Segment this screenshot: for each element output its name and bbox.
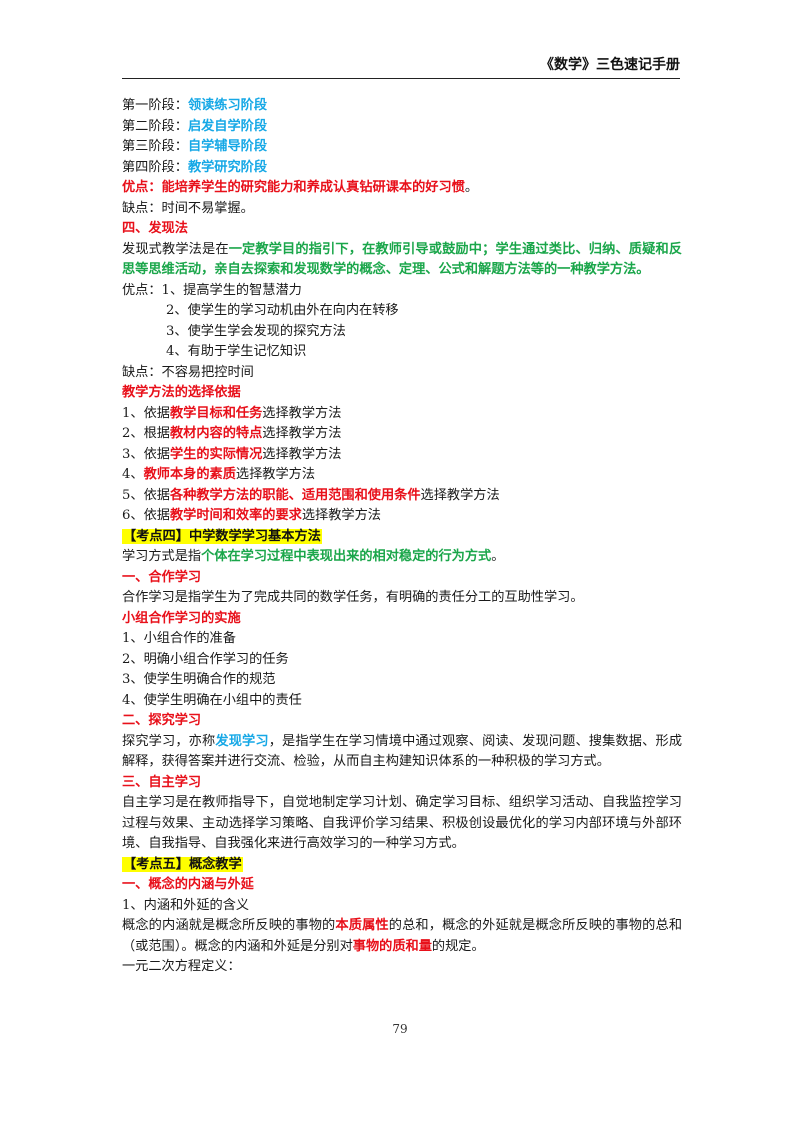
key-point-tag: 【考点五】 [123, 856, 189, 872]
advantage-label: 优点： [122, 180, 162, 195]
basis-key: 教师本身的素质 [143, 467, 236, 482]
page-content: 第一阶段：领读练习阶段 第二阶段：启发自学阶段 第三阶段：自学辅导阶段 第四阶段… [122, 96, 682, 978]
group-item: 1、小组合作的准备 [122, 631, 236, 646]
advantage-item: 优点：1、提高学生的智慧潜力 [122, 282, 302, 298]
definition-highlight: 一定教学目的指引下，在教师引导或鼓励中；学生通过类比、归纳、质疑和反思等思维活动… [122, 241, 683, 278]
self-directed-definition: 自主学习是在教师指导下，自觉地制定学习计划、确定学习目标、组织学习活动、自我监控… [122, 795, 682, 851]
basis-item: 1、依据教学目标和任务选择教学方法 [122, 404, 682, 425]
page-header: 《数学》三色速记手册 [540, 57, 680, 73]
definition-highlight: 事物的质和量 [352, 938, 432, 954]
learning-mode-definition: 学习方式是指个体在学习过程中表现出来的相对稳定的行为方式。 [122, 547, 682, 568]
basis-prefix: 4、 [122, 467, 144, 482]
stage-label: 第二阶段： [122, 118, 188, 134]
basis-suffix: 选择教学方法 [301, 508, 381, 523]
basis-item: 6、依据教学时间和效率的要求选择教学方法 [122, 506, 682, 527]
page-number: 79 [392, 1022, 408, 1036]
cooperative-definition: 合作学习是指学生为了完成共同的数学任务，有明确的责任分工的互助性学习。 [122, 590, 584, 605]
basis-item: 2、根据教材内容的特点选择教学方法 [122, 424, 682, 445]
key-point-heading-highlight: 【考点四】中学数学学习基本方法 [122, 528, 322, 544]
key-point-title: 中学数学学习基本方法 [188, 528, 321, 544]
basis-key: 教学时间和效率的要求 [169, 508, 302, 523]
key-point-4-heading: 【考点四】中学数学学习基本方法 [122, 527, 682, 548]
section-title-discovery: 四、发现法 [122, 221, 188, 236]
advantage-item: 3、使学生学会发现的探究方法 [166, 323, 346, 339]
key-point-heading-highlight: 【考点五】概念教学 [122, 856, 243, 872]
stage-2: 第二阶段：启发自学阶段 [122, 117, 682, 138]
advantage-item: 4、有助于学生记忆知识 [166, 344, 307, 359]
discovery-definition: 发现式教学法是在一定教学目的指引下，在教师引导或鼓励中；学生通过类比、归纳、质疑… [122, 240, 682, 281]
basis-key: 教学目标和任务 [169, 405, 263, 421]
concept-definition: 概念的内涵就是概念所反映的事物的本质属性的总和，概念的外延就是概念所反映的事物的… [122, 916, 682, 957]
stage-value: 启发自学阶段 [187, 118, 268, 134]
definition-prefix: 探究学习，亦称 [122, 733, 216, 749]
period: 。 [491, 549, 505, 564]
stage-3: 第三阶段：自学辅导阶段 [122, 137, 682, 158]
basis-key: 学生的实际情况 [169, 446, 263, 462]
definition-highlight: 发现学习 [215, 733, 269, 749]
basis-key: 各种教学方法的职能、适用范围和使用条件 [169, 487, 421, 503]
section-title-cooperative: 一、合作学习 [122, 569, 202, 585]
stage-label: 第四阶段： [122, 159, 188, 175]
definition-part: 的规定。 [431, 938, 485, 954]
stage-1: 第一阶段：领读练习阶段 [122, 96, 682, 117]
basis-item: 5、依据各种教学方法的职能、适用范围和使用条件选择教学方法 [122, 486, 682, 507]
stage-value: 自学辅导阶段 [187, 139, 268, 154]
key-point-5-heading: 【考点五】概念教学 [122, 855, 682, 876]
definition-part: 概念的内涵就是概念所反映的事物的 [122, 918, 336, 933]
definition-rest: ，是指学生在学习情境中通过观察、阅读、发现问题、搜集数据、形成解释，获得答案并进… [122, 733, 683, 770]
definition-part: 的总和，概念的外延就是概念所反映的事物的总和（或范围）。概念的内涵和外延是分别对 [122, 918, 683, 954]
advantage-text: 能培养学生的研究能力和养成认真钻研课本的好习惯 [161, 180, 465, 195]
definition-prefix: 学习方式是指 [122, 549, 202, 564]
basis-suffix: 选择教学方法 [262, 426, 342, 441]
header-rule [122, 78, 680, 79]
basis-prefix: 2、根据 [122, 426, 170, 441]
key-point-tag: 【考点四】 [123, 528, 189, 544]
definition-highlight: 本质属性 [335, 918, 389, 933]
basis-title: 教学方法的选择依据 [122, 385, 241, 400]
basis-prefix: 5、依据 [122, 487, 170, 503]
quadratic-definition-label: 一元二次方程定义： [122, 959, 241, 974]
stage-label: 第一阶段： [122, 98, 188, 113]
basis-prefix: 6、依据 [122, 508, 170, 523]
basis-suffix: 选择教学方法 [420, 487, 500, 503]
stage-4: 第四阶段：教学研究阶段 [122, 158, 682, 179]
basis-suffix: 选择教学方法 [235, 467, 316, 482]
stage-value: 领读练习阶段 [187, 98, 268, 113]
key-point-title: 概念教学 [188, 856, 242, 872]
stage-value: 教学研究阶段 [187, 159, 268, 175]
basis-key: 教材内容的特点 [169, 426, 263, 441]
disadvantage-line: 缺点：不容易把控时间 [122, 364, 254, 380]
disadvantage-line: 缺点：时间不易掌握。 [122, 200, 254, 216]
advantage-line: 优点：能培养学生的研究能力和养成认真钻研课本的好习惯。 [122, 178, 682, 199]
section-title-inquiry: 二、探究学习 [122, 713, 202, 728]
group-item: 3、使学生明确合作的规范 [122, 672, 276, 687]
advantage-item: 2、使学生的学习动机由外在向内在转移 [166, 303, 399, 318]
basis-prefix: 3、依据 [122, 446, 170, 462]
section-title-self-directed: 三、自主学习 [122, 774, 202, 790]
definition-prefix: 发现式教学法是在 [122, 241, 229, 257]
definition-highlight: 个体在学习过程中表现出来的相对稳定的行为方式 [201, 549, 492, 564]
basis-item: 3、依据学生的实际情况选择教学方法 [122, 445, 682, 466]
stage-label: 第三阶段： [122, 139, 188, 154]
basis-prefix: 1、依据 [122, 405, 170, 421]
section-title-concept: 一、概念的内涵与外延 [122, 877, 254, 892]
basis-item: 4、教师本身的素质选择教学方法 [122, 465, 682, 486]
basis-suffix: 选择教学方法 [262, 446, 342, 462]
concept-subtitle: 1、内涵和外延的含义 [122, 897, 250, 913]
group-item: 4、使学生明确在小组中的责任 [122, 692, 302, 708]
inquiry-definition: 探究学习，亦称发现学习，是指学生在学习情境中通过观察、阅读、发现问题、搜集数据、… [122, 732, 682, 773]
group-implementation-title: 小组合作学习的实施 [122, 610, 241, 626]
period: 。 [464, 180, 479, 195]
group-item: 2、明确小组合作学习的任务 [122, 651, 289, 667]
basis-suffix: 选择教学方法 [262, 405, 342, 421]
